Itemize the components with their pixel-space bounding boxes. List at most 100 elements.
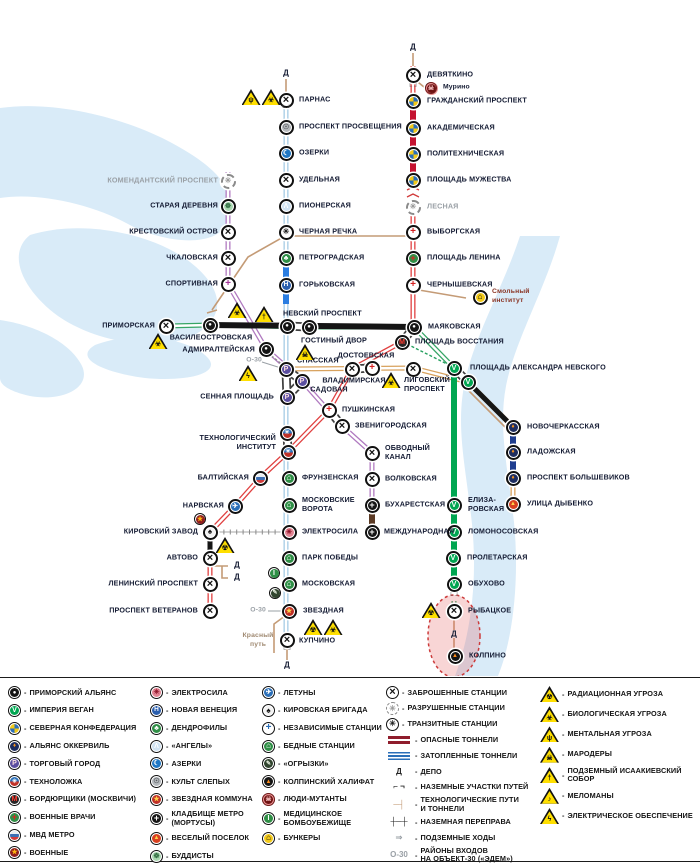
okkervil-icon: ♦	[508, 473, 518, 483]
station-narvskaya: ✈	[227, 498, 243, 514]
legend-row: Н-НОВАЯ ВЕНЕЦИЯ	[150, 704, 253, 718]
star-commune-glyph: ★	[285, 607, 293, 615]
legend-dash: -	[278, 814, 281, 824]
legend-label: БОРДЮРЩИКИ (МОСКВИЧИ)	[29, 794, 136, 803]
station-komendantsky-prospekt: ✳	[220, 173, 236, 189]
station-sportivnaya: +	[220, 276, 236, 292]
station-label-elektrosila: ЭЛЕКТРОСИЛА	[302, 526, 359, 537]
station-label-park-pobedy: ПАРК ПОБЕДЫ	[302, 553, 358, 563]
label-line: ЭЛЕКТРОСИЛА	[302, 526, 359, 536]
primorsky-alliance-icon: ●	[409, 322, 419, 332]
moscow-m-glyph: М	[399, 338, 405, 346]
legend-label: «ОГРЫЗКИ»	[283, 759, 328, 768]
station-tekhnologichesky-institut-1: ✳	[280, 444, 296, 460]
legend-icon-kirov-brigade: ♠	[262, 704, 275, 718]
abandoned-glyph: ×	[282, 93, 290, 106]
eden-zone-ellipse	[427, 594, 481, 676]
independent-red-glyph: +	[369, 362, 375, 374]
legend-label: ПРИМОРСКИЙ АЛЬЯНС	[29, 688, 116, 697]
abandoned-icon: ×	[223, 226, 233, 237]
kirov-brigade-glyph: ♠	[266, 705, 271, 715]
mutants-glyph: ☠	[427, 84, 435, 92]
station-pushkinskaya: +	[321, 402, 337, 418]
label-line: КУПЧИНО	[299, 635, 336, 645]
station-label-chkalovskaya: ЧКАЛОВСКАЯ	[166, 253, 218, 263]
military-doctors-icon: +	[10, 812, 19, 822]
electrosila-glyph: ✳	[286, 528, 292, 536]
destroyed-icon: ✳	[408, 202, 418, 212]
legend-label-line: ТОРГОВЫЙ ГОРОД	[29, 758, 101, 768]
station-label-pushkinskaya: ПУШКИНСКАЯ	[342, 405, 395, 415]
legend-label: КЛАДБИЩЕ МЕТРО(МОРТУСЫ)	[171, 810, 243, 827]
station-avtovo: ×	[202, 550, 218, 566]
legend-icon-poor-stations: ⌂	[262, 739, 275, 753]
mortus-glyph: +	[369, 526, 375, 537]
label-line: ПАРНАС	[299, 94, 331, 104]
legend-label-line: МЕДИЦИНСКОЕ	[283, 809, 343, 819]
abandoned-icon: ×	[281, 174, 291, 185]
legend-label: ИМПЕРИЯ ВЕГАН	[29, 705, 93, 714]
military-glyph: ★	[11, 849, 18, 857]
station-label-narvskaya: НАРВСКАЯ	[183, 501, 224, 511]
legend-icon-transit: ✳	[386, 717, 399, 731]
station-kupchino: ×	[279, 632, 295, 648]
label-line: ГОСТИНЫЙ ДВОР	[301, 335, 367, 345]
legend-column-3: ✈-ЛЕТУНЫ♠-КИРОВСКАЯ БРИГАДА+-НЕЗАВИСИМЫЕ…	[262, 686, 382, 849]
moscow-m-icon: М	[10, 794, 19, 804]
legend-icon-mvd-metro	[8, 828, 21, 842]
angels-icon: Λ	[281, 201, 291, 211]
label-line: Д	[234, 560, 240, 570]
poor-stations-icon: ⌂	[284, 553, 294, 563]
electrosila-icon: ✳	[152, 688, 161, 698]
abandoned-glyph: ×	[338, 419, 346, 432]
legend-row: +-НЕЗАВИСИМЫЕ СТАНЦИИ	[262, 721, 382, 736]
legend-icon-letuny: ✈	[262, 686, 275, 700]
station-ladozhskaya: ♦	[505, 444, 521, 460]
station-label-akademicheskaya: АКАДЕМИЧЕСКАЯ	[427, 123, 495, 133]
independent-purple-glyph: +	[225, 278, 231, 290]
poor-stations-glyph: ⌂	[286, 473, 292, 483]
legend-icon-trade-city: Р	[8, 757, 21, 771]
legend-dash: -	[278, 794, 281, 804]
station-label-primorskaya: ПРИМОРСКАЯ	[102, 321, 155, 331]
okkervil-glyph: ♦	[511, 424, 515, 431]
station-devyatkino: ×	[405, 67, 421, 83]
legend-label: МВД МЕТРО	[29, 830, 74, 839]
kolpino-caliphate-glyph: ▲	[265, 778, 272, 785]
abandoned-icon: ×	[223, 252, 233, 263]
legend-icon-marauders: ☠	[540, 746, 559, 763]
station-label-avtovo: АВТОВО	[167, 553, 198, 563]
label-line: Мурино	[443, 83, 470, 91]
label-line: БУХАРЕСТСКАЯ	[385, 499, 446, 509]
label-line: ПРОСПЕКТ	[404, 384, 445, 393]
kirov-brigade-icon: ♠	[205, 527, 215, 537]
legend-symbol-text: ─┤	[393, 799, 405, 809]
legend-dash: -	[24, 848, 27, 858]
dendrophiles-glyph: ♣	[283, 254, 289, 262]
legend-label: МЕЛОМАНЫ	[567, 791, 613, 800]
independent-red-glyph: +	[410, 279, 416, 291]
trade-city-glyph: Р	[12, 760, 17, 768]
station-kolpino: ▲	[447, 648, 463, 664]
legend-label: НАЗЕМНЫЕ УЧАСТКИ ПУТЕЙ	[420, 782, 528, 791]
legend-row: Р-ТОРГОВЫЙ ГОРОД	[8, 757, 136, 771]
abandoned-icon: ×	[337, 419, 347, 432]
vegan-empire-icon: V	[449, 500, 459, 510]
legend-dash: -	[278, 706, 281, 716]
label-line: ОБВОДНЫЙ	[385, 443, 430, 453]
legend-label: РАЗРУШЕННЫЕ СТАНЦИИ	[407, 703, 505, 712]
blind-cult-icon: ☉	[152, 777, 161, 787]
station-label-chernyshevskaya: ЧЕРНЫШЕВСКАЯ	[427, 280, 493, 290]
mortus-glyph: +	[153, 813, 160, 824]
station-spasskaya: Р	[278, 361, 294, 377]
mutants-icon: ☠	[426, 83, 436, 93]
star-commune-icon: ★	[284, 606, 294, 616]
station-ligovsky-prospekt: ×	[405, 361, 421, 377]
new-venice-icon: Н	[281, 280, 291, 290]
legend-row: ●-ПРИМОРСКИЙ АЛЬЯНС	[8, 686, 136, 700]
legend-row: ×-ЗАБРОШЕННЫЕ СТАНЦИИ	[386, 686, 528, 700]
legend-row: -МВД МЕТРО	[8, 828, 136, 842]
legend-icon-independent-blue: +	[262, 721, 275, 735]
